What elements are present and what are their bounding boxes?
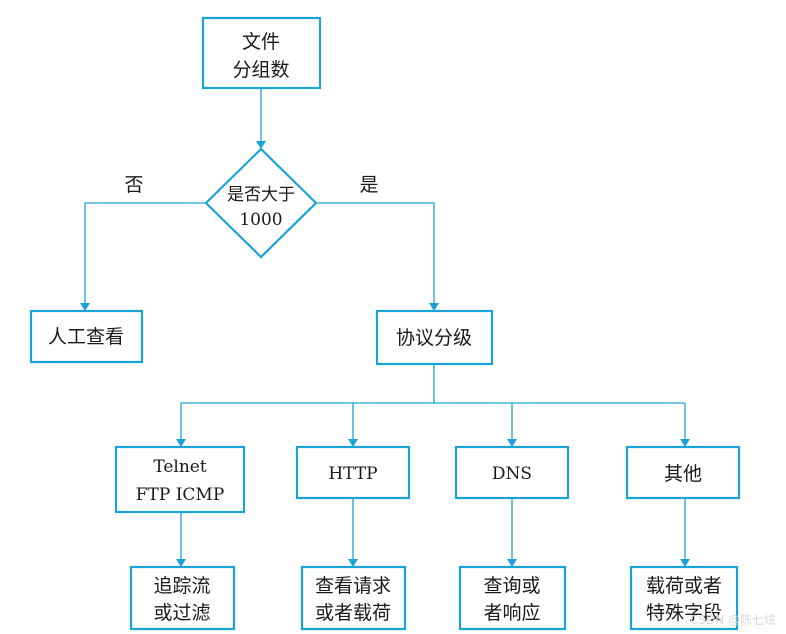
node-query-line2: 者响应 — [483, 602, 540, 624]
node-trace-filter: 追踪流 或过滤 — [129, 565, 236, 631]
node-decision-line2: 1000 — [239, 210, 282, 230]
node-query: 查询或 者响应 — [458, 565, 567, 631]
node-telnet: Telnet FTP ICMP — [114, 445, 246, 514]
node-protocol-group-label: 协议分级 — [396, 327, 472, 349]
node-query-line1: 查询或 — [483, 575, 540, 597]
edge-label-yes: 是 — [359, 174, 378, 196]
node-dns: DNS — [454, 445, 570, 500]
node-http: HTTP — [295, 445, 411, 500]
node-view-request-line1: 查看请求 — [315, 575, 391, 597]
node-group-by-file-line2: 分组数 — [232, 59, 289, 81]
node-telnet-line2: FTP ICMP — [136, 485, 225, 505]
node-other-label: 其他 — [664, 463, 702, 485]
node-view-request-line2: 或者载荷 — [315, 602, 391, 624]
node-trace-filter-line2: 或过滤 — [153, 602, 210, 624]
node-view-request: 查看请求 或者载荷 — [300, 565, 407, 631]
node-manual-review-label: 人工查看 — [48, 326, 124, 348]
node-group-by-file: 文件 分组数 — [201, 16, 322, 90]
watermark: CSDN @陈七炫 — [689, 613, 776, 627]
node-telnet-line1: Telnet — [153, 457, 207, 477]
node-trace-filter-line1: 追踪流 — [153, 575, 210, 597]
node-payload-field-line2: 特殊字段 — [646, 602, 722, 624]
node-protocol-group: 协议分级 — [375, 309, 494, 366]
node-manual-review: 人工查看 — [29, 309, 144, 364]
node-payload-field-line1: 载荷或者 — [646, 575, 722, 597]
connectors — [80, 89, 690, 567]
node-decision-line1: 是否大于 — [227, 185, 295, 205]
node-payload-field: 载荷或者 特殊字段 — [629, 565, 739, 631]
node-http-label: HTTP — [328, 464, 377, 484]
node-decision: 是否大于 1000 — [204, 147, 318, 259]
node-group-by-file-line1: 文件 — [242, 31, 280, 53]
node-dns-label: DNS — [492, 464, 532, 484]
node-other: 其他 — [625, 445, 741, 500]
edge-label-no: 否 — [124, 174, 143, 196]
